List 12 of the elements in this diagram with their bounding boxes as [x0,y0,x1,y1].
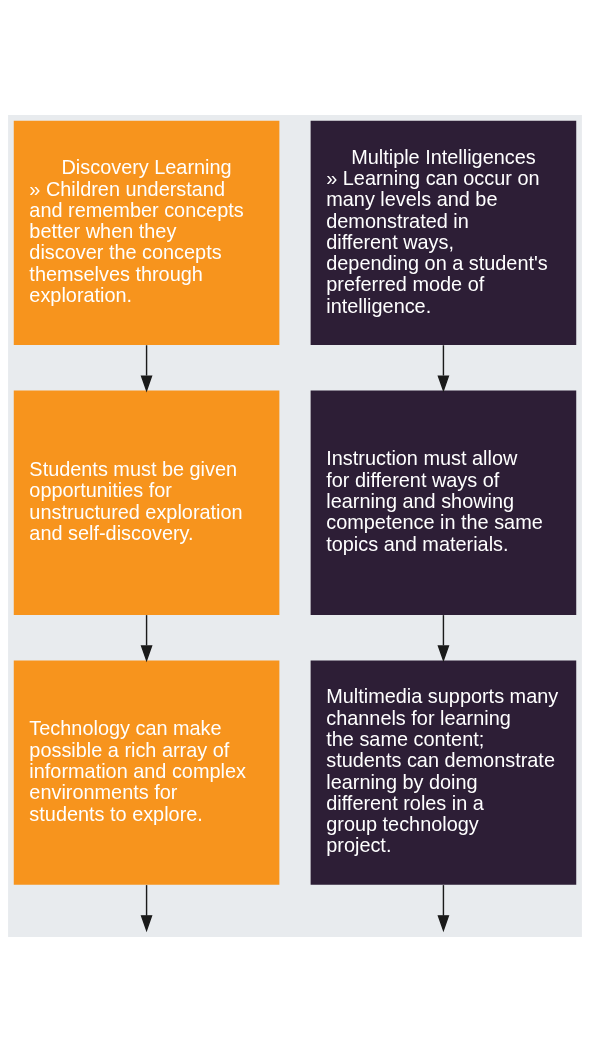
node-box: Multiple Intelligences » Learning can occur on many levels and be demonstrated in different ways, depending on a student's preferred mode of intelligence. [310,120,577,345]
node-box: Instruction must allow for different ways of learning and showing competence in the same topics and materials. [310,390,577,615]
node-box: Discovery Learning » Children understand and remember concepts better when they discover the concepts themselves through exploration. [13,120,280,345]
node-box: Students must be given opportunities for unstructured exploration and self-discovery. [13,390,280,615]
arrow [437,883,450,932]
arrow [140,613,153,662]
node-box: Multimedia supports many channels for learning the same content; students can demonstrate learning by doing different roles in a group technology project. [310,659,577,885]
arrow [437,344,450,392]
arrow [140,883,153,932]
arrow [140,344,153,392]
arrow [437,613,450,662]
node-box: Technology can make possible a rich array of information and complex environments for students to explore. [13,659,280,885]
